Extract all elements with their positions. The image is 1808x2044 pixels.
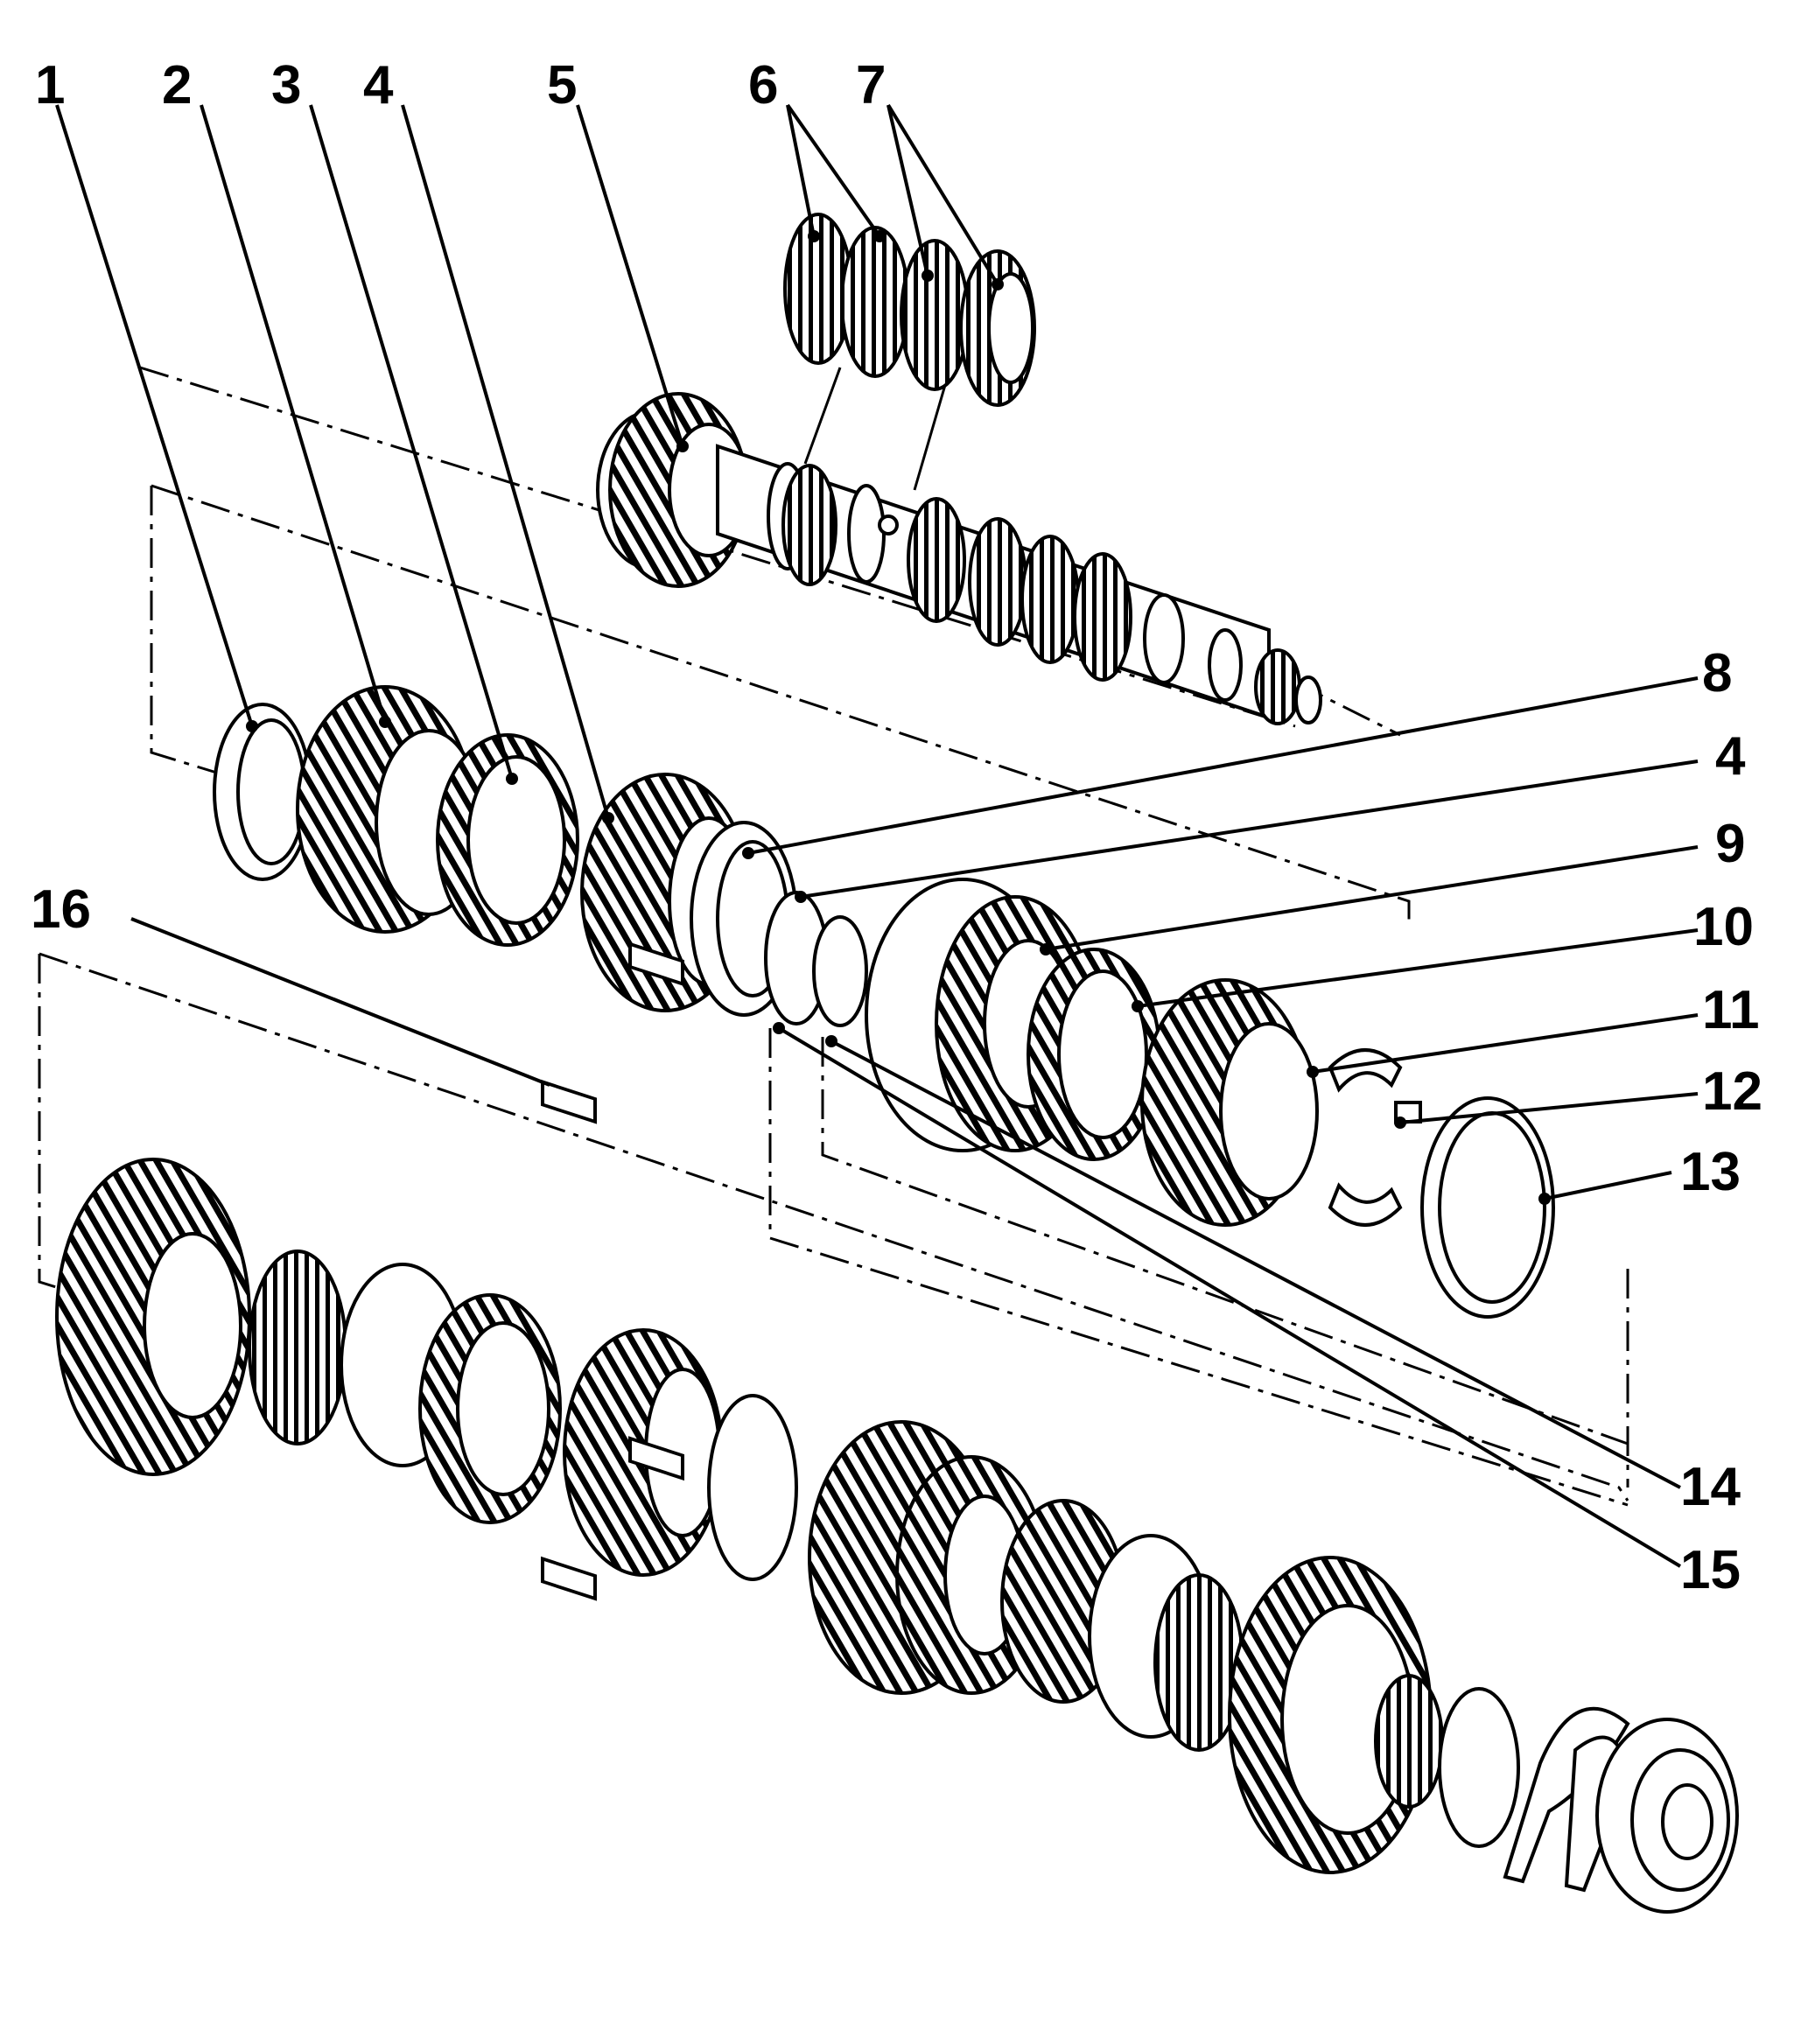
- callout-10: 10: [1693, 897, 1754, 957]
- callout-6: 6: [748, 55, 778, 116]
- callout-1: 1: [35, 55, 65, 116]
- callout-11: 11: [1702, 980, 1760, 1040]
- main-shaft: [596, 392, 1322, 725]
- callout-13: 13: [1680, 1142, 1741, 1202]
- callout-12: 12: [1702, 1061, 1762, 1122]
- callout-8: 8: [1702, 643, 1732, 704]
- middle-gear-row: [213, 685, 1555, 1319]
- callout-9: 9: [1715, 814, 1745, 874]
- lower-gear-row: [55, 1158, 1739, 1914]
- callout-15: 15: [1680, 1540, 1741, 1600]
- callout-2: 2: [162, 55, 192, 116]
- callout-labels: 1 2 3 4 5 6 7 8 4 9 10 11 12 13 14 15 16: [31, 55, 1762, 1600]
- callout-14: 14: [1680, 1457, 1741, 1517]
- callout-3: 3: [271, 55, 301, 116]
- callout-5: 5: [547, 55, 577, 116]
- needle-bearings-6-7: [783, 213, 1036, 491]
- leader-lines: [55, 103, 1699, 1568]
- callout-16: 16: [31, 879, 91, 940]
- callout-7: 7: [856, 55, 886, 116]
- callout-4-right: 4: [1715, 726, 1746, 787]
- callout-4: 4: [363, 55, 394, 116]
- leader-dots: [246, 230, 1551, 1205]
